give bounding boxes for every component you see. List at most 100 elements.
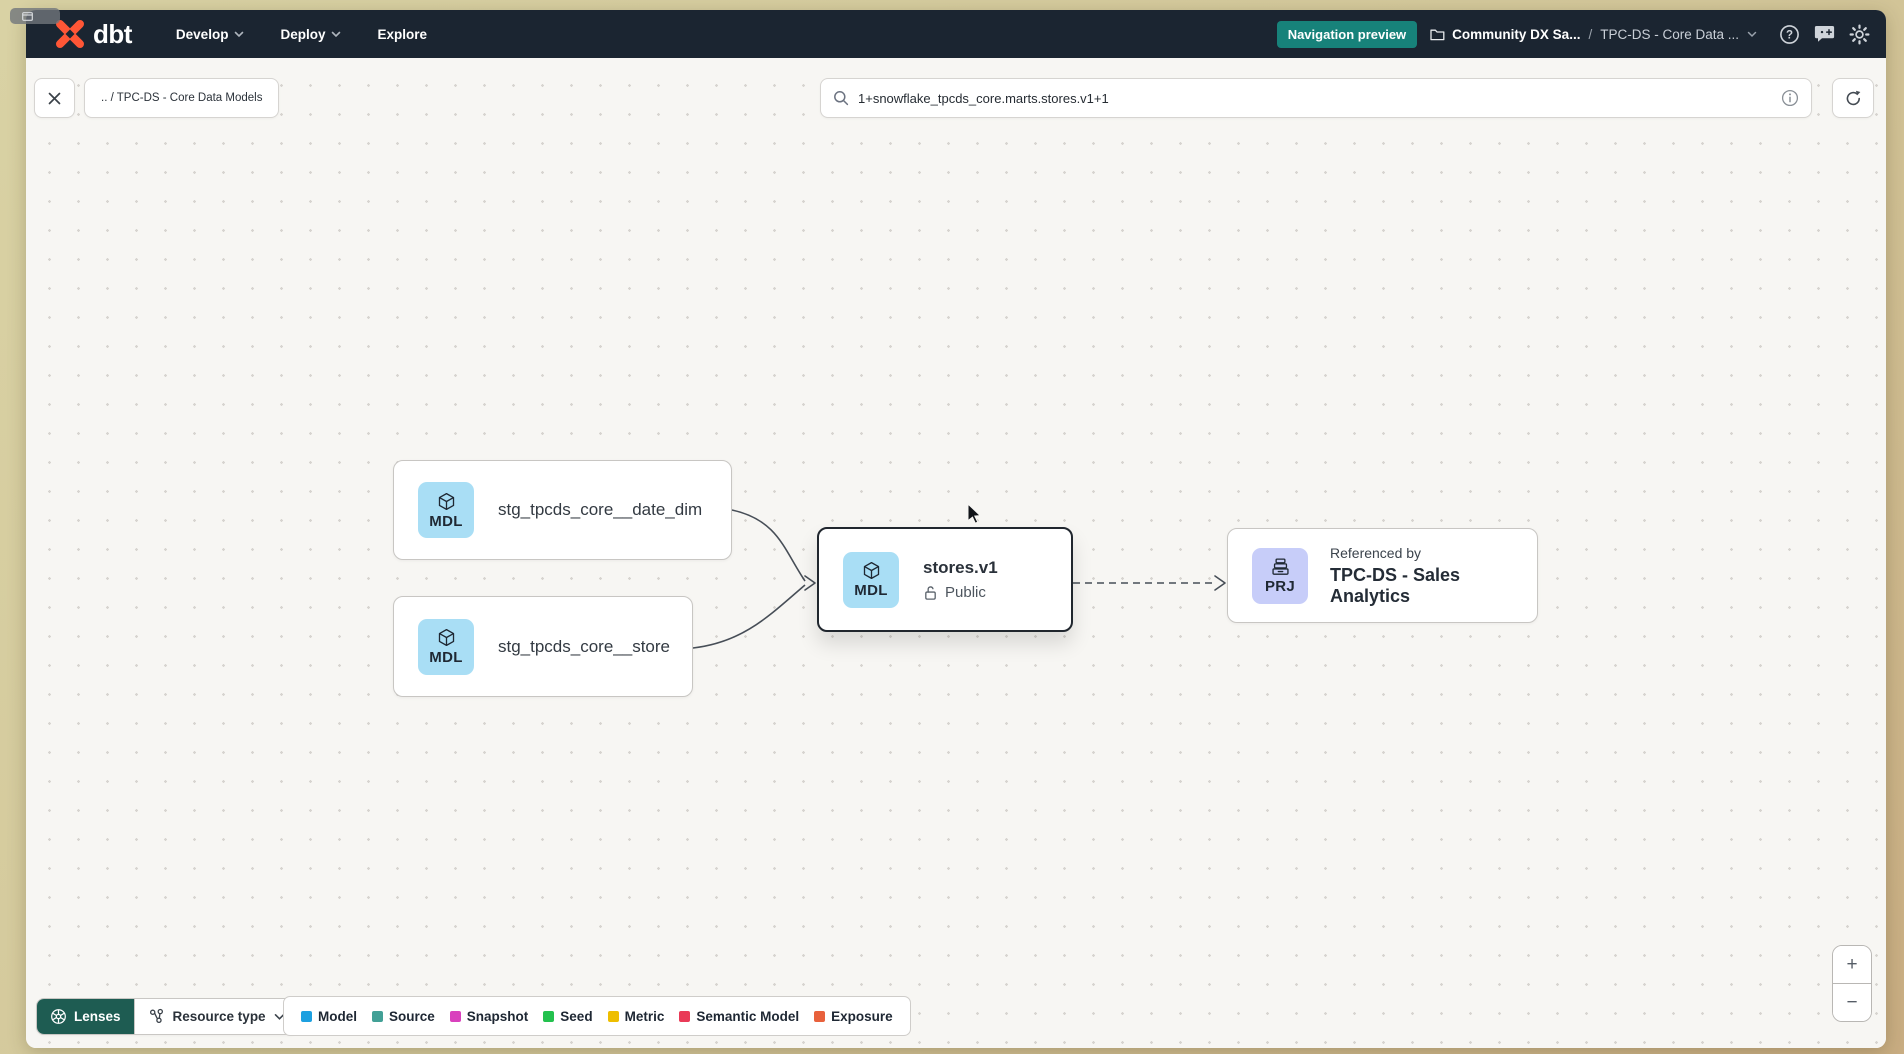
zoom-in-button[interactable]: + [1833,946,1871,984]
nav-item-explore[interactable]: Explore [377,27,427,42]
feedback-button[interactable] [1811,21,1837,47]
nav-item-deploy[interactable]: Deploy [280,27,341,42]
top-nav: dbt Develop Deploy Explore Navigation pr… [26,10,1886,58]
help-icon: ? [1779,24,1799,44]
legend-item: Snapshot [449,1008,529,1024]
refresh-graph-button[interactable] [1832,78,1874,118]
legend-label: Model [318,1008,357,1024]
node-text-block: Referenced by TPC-DS - Sales Analytics [1330,545,1513,607]
feedback-chat-icon [1814,26,1834,42]
legend-swatch [814,1010,826,1022]
legend-label: Seed [560,1008,593,1024]
nav-item-develop[interactable]: Develop [176,27,245,42]
gear-icon [1849,24,1869,44]
app-window: dbt Develop Deploy Explore Navigation pr… [26,10,1886,1048]
legend-label: Exposure [831,1008,893,1024]
legend-item: Metric [607,1008,665,1024]
node-stores-v1[interactable]: MDL stores.v1 Public [817,527,1073,632]
resource-type-code: MDL [854,582,888,599]
node-stg-tpcds-core-date-dim[interactable]: MDL stg_tpcds_core__date_dim [393,460,732,560]
lenses-button[interactable]: Lenses [37,999,134,1034]
dbt-logo-text: dbt [93,18,132,49]
zoom-controls: + − [1832,945,1872,1022]
breadcrumb-separator: / [1588,26,1593,42]
model-badge: MDL [843,551,899,608]
legend-swatch [301,1010,312,1022]
legend-item: Source [372,1009,435,1024]
nav-item-label: Deploy [280,26,326,42]
settings-button[interactable] [1846,21,1872,47]
svg-text:?: ? [1785,29,1792,41]
lineage-canvas[interactable]: .. / TPC-DS - Core Data Models MDL [26,58,1886,1048]
node-label: stg_tpcds_core__date_dim [498,500,703,519]
close-icon [48,92,61,104]
node-access-label: Public [945,584,986,601]
nav-icon-group: ? [1776,21,1872,47]
legend-item: Exposure [814,1009,893,1024]
legend-label: Metric [624,1008,665,1024]
nav-right: Navigation preview Community DX Sa... / … [1276,20,1872,48]
breadcrumb-account-label: Community DX Sa... [1452,26,1581,42]
legend-swatch [372,1010,383,1022]
lineage-selector-input[interactable] [858,90,1772,106]
chevron-down-icon [274,1013,284,1020]
nav-item-label: Develop [175,26,229,42]
legend-label: Source [389,1008,435,1024]
public-unlock-icon [925,585,936,600]
node-referenced-by-project[interactable]: PRJ Referenced by TPC-DS - Sales Analyti… [1227,528,1538,623]
node-title: TPC-DS - Sales Analytics [1330,564,1461,606]
dbt-logo[interactable]: dbt [54,18,132,50]
legend-label: Semantic Model [696,1008,800,1024]
resource-type-label: Resource type [172,1009,266,1024]
refresh-icon [1846,90,1860,105]
legend-swatch [679,1010,691,1022]
legend-swatch [449,1010,461,1022]
screen-recording-overlay [10,8,60,24]
node-access: Public [923,584,998,601]
cube-icon [438,492,454,510]
mouse-cursor [967,503,982,524]
lenses-label: Lenses [74,1009,121,1024]
legend: Model Source Snapshot Seed Metric Semantic Mo… [283,996,911,1036]
zoom-out-button[interactable]: − [1833,984,1871,1021]
nav-menu: Develop Deploy Explore [176,27,427,42]
window-icon [22,11,33,21]
info-icon[interactable] [1781,89,1799,107]
legend-item: Model [301,1009,357,1024]
resource-type-dropdown[interactable]: Resource type [133,999,298,1034]
legend-swatch [607,1010,619,1022]
edge-date-dim-to-stores [731,509,806,582]
breadcrumb: Community DX Sa... / TPC-DS - Core Data … [1430,27,1757,42]
resource-type-code: MDL [429,649,463,666]
legend-item: Seed [543,1008,593,1024]
lineage-breadcrumb-chip[interactable]: .. / TPC-DS - Core Data Models [84,78,280,118]
node-label: stg_tpcds_core__store [498,636,670,656]
legend-item: Semantic Model [679,1009,799,1024]
help-button[interactable]: ? [1776,21,1802,47]
breadcrumb-account[interactable]: Community DX Sa... [1430,27,1580,42]
project-badge: PRJ [1252,547,1308,604]
lens-controls: Lenses Resource type [36,998,299,1035]
cube-icon [438,628,454,647]
edge-store-to-stores [692,584,806,649]
node-text-block: stores.v1 Public [923,558,998,601]
navigation-preview-badge: Navigation preview [1276,20,1418,48]
chevron-down-icon [332,31,341,37]
lens-aperture-icon [51,1009,66,1024]
breadcrumb-project[interactable]: TPC-DS - Core Data ... [1600,26,1739,42]
legend-swatch [543,1010,555,1022]
dbt-logo-icon [56,20,84,48]
edge-arrowhead-out [1214,575,1226,591]
resource-graph-icon [149,1008,163,1024]
close-lineage-button[interactable] [34,78,75,118]
search-icon [834,91,849,106]
edge-arrowhead-in [804,575,816,591]
model-badge: MDL [418,618,474,675]
legend-label: Snapshot [466,1008,529,1024]
lineage-search-bar [820,78,1812,118]
chevron-down-icon [235,31,244,37]
nav-item-label: Explore [377,26,427,42]
node-stg-tpcds-core-store[interactable]: MDL stg_tpcds_core__store [393,596,693,697]
chevron-down-icon[interactable] [1747,31,1757,38]
project-stack-icon [1271,557,1289,575]
